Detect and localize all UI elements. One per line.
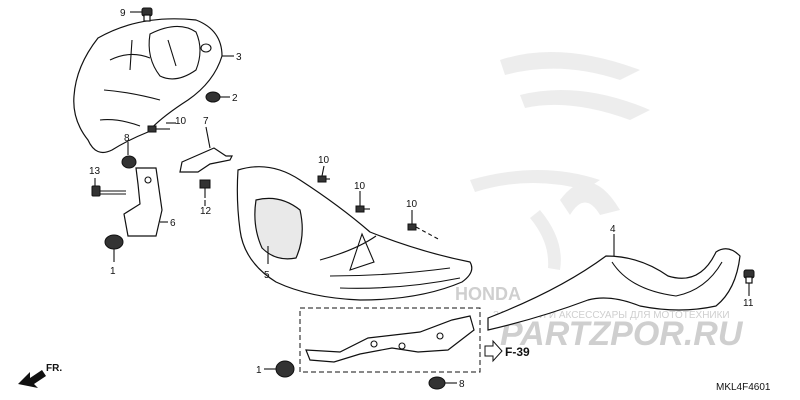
callout-8a: 8 xyxy=(124,133,130,144)
part-under-cowl-5 xyxy=(236,166,473,301)
callout-10b: 10 xyxy=(318,155,330,166)
callout-11: 11 xyxy=(743,298,754,309)
reference-arrow-f39: F-39 xyxy=(484,339,530,363)
part-stay-bottom xyxy=(305,315,475,363)
callout-6: 6 xyxy=(170,218,176,229)
callout-3: 3 xyxy=(236,52,242,63)
part-grommet-2 xyxy=(205,91,221,103)
callout-1a: 1 xyxy=(110,266,116,277)
part-screw-10a xyxy=(147,125,170,133)
callout-7: 7 xyxy=(203,116,209,127)
front-direction-arrow: FR. xyxy=(18,363,62,388)
site-tagline-watermark: ЗАПЧАСТИ И АКСЕССУАРЫ ДЛЯ МОТОТЕХНИКИ xyxy=(493,310,730,321)
reference-label: F-39 xyxy=(505,345,530,359)
front-direction-label: FR. xyxy=(46,363,62,374)
part-bracket-6-hole xyxy=(144,176,152,184)
part-bolt-13 xyxy=(91,185,126,197)
stay-hole-b xyxy=(398,342,406,350)
part-screw-11 xyxy=(743,269,755,284)
optional-parts-box xyxy=(299,307,481,373)
part-grommet-1a xyxy=(104,234,124,250)
part-bolt-12 xyxy=(199,179,211,198)
honda-wing-watermark xyxy=(470,52,650,270)
callout-4: 4 xyxy=(610,224,616,235)
callout-13: 13 xyxy=(89,166,101,177)
diagram-code: MKL4F4601 xyxy=(716,382,771,393)
callout-10a: 10 xyxy=(175,116,187,127)
part-under-cowl-4 xyxy=(487,248,741,331)
honda-watermark-text: HONDA xyxy=(455,284,521,304)
stay-hole-a xyxy=(370,340,378,348)
site-watermark: PARTZPOR.RU xyxy=(500,315,744,353)
part-stay-7 xyxy=(179,147,233,173)
callout-10c: 10 xyxy=(354,181,366,192)
part-grommet-8a xyxy=(121,155,137,169)
callout-12: 12 xyxy=(200,206,212,217)
leader-lines xyxy=(94,11,750,384)
callout-10d: 10 xyxy=(406,199,418,210)
part-screw-10c xyxy=(355,205,370,213)
callout-8b: 8 xyxy=(459,379,465,390)
stay-hole-c xyxy=(436,332,444,340)
part-grommet-1b xyxy=(275,360,295,378)
callout-9: 9 xyxy=(120,8,126,19)
part-bracket-6 xyxy=(123,167,163,237)
callout-2: 2 xyxy=(232,93,238,104)
part-grommet-8b xyxy=(428,376,446,390)
part-screw-10d xyxy=(407,223,441,241)
callout-1b: 1 xyxy=(256,365,262,376)
part-bolt-9 xyxy=(141,7,153,22)
callout-5: 5 xyxy=(264,270,270,281)
part-screw-10b xyxy=(317,175,330,183)
